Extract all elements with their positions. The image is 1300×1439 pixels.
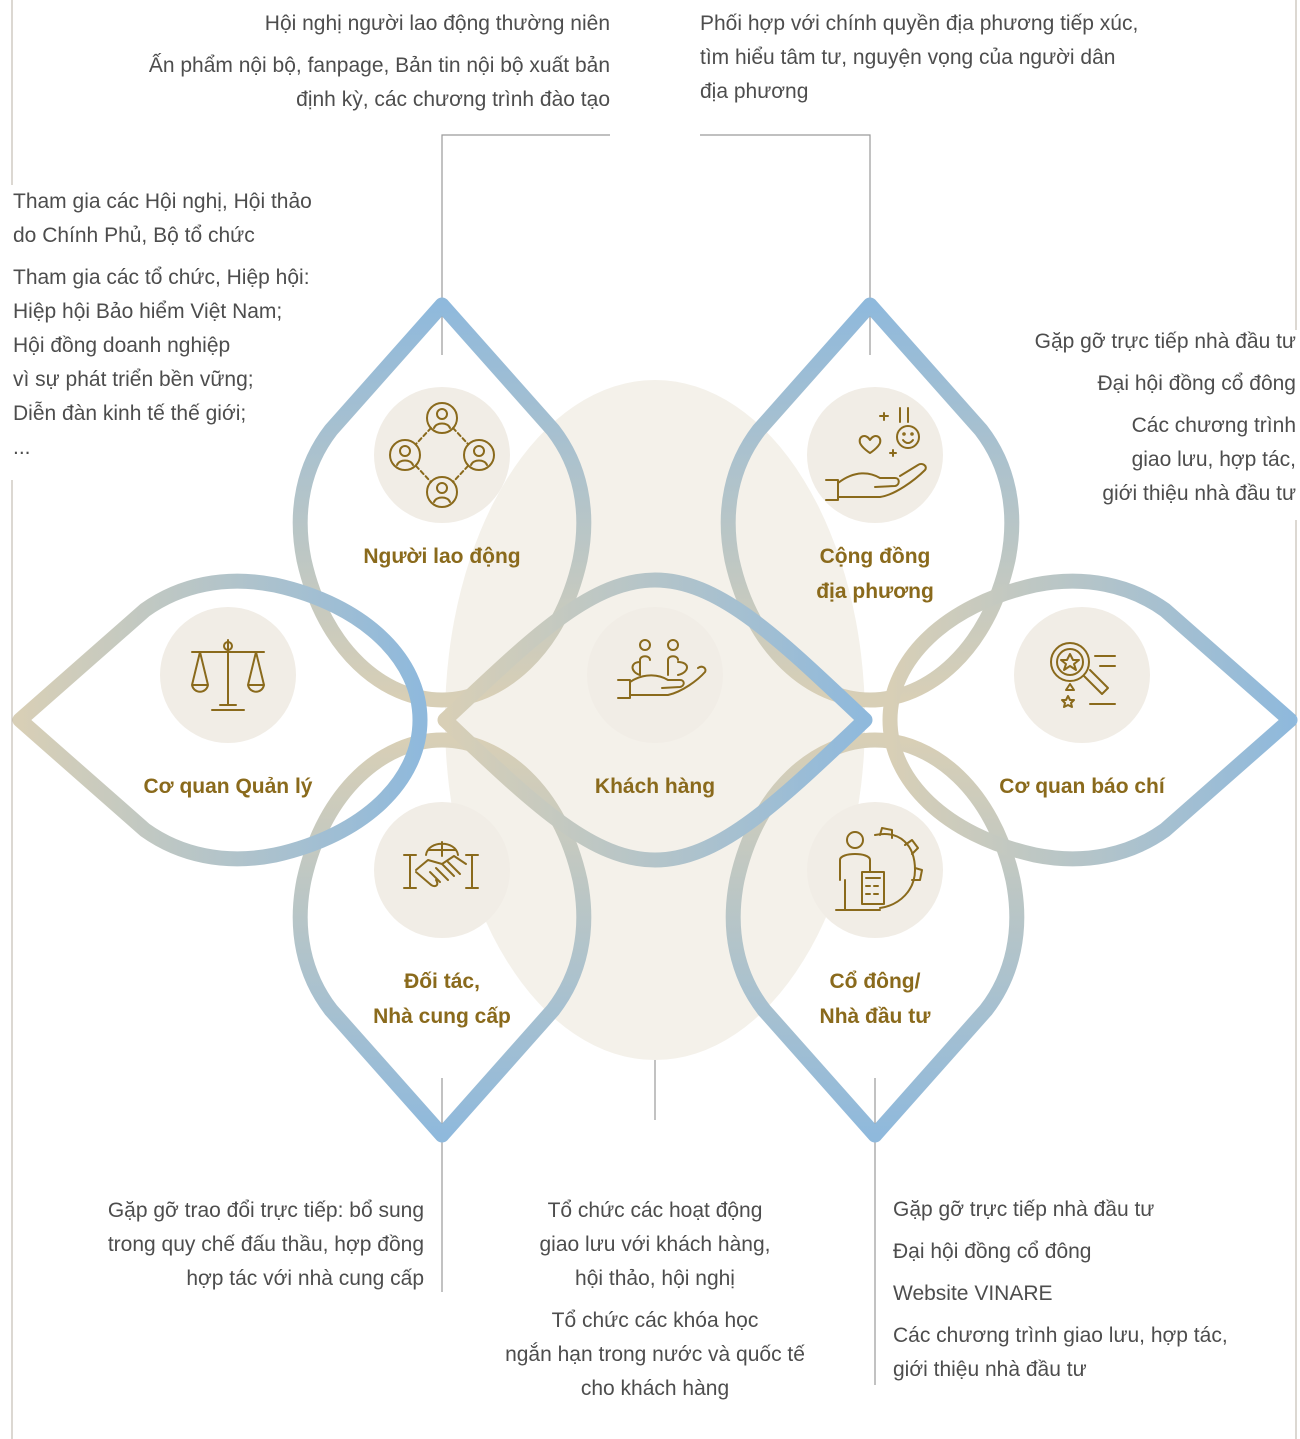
drop-khach-hang	[437, 572, 873, 868]
text-line: Tham gia các Hội nghị, Hội thảo	[13, 190, 312, 213]
scales-icon	[191, 639, 265, 711]
label-doi-tac-2: Nhà cung cấp	[373, 1005, 511, 1028]
text-line: do Chính Phủ, Bộ tổ chức	[13, 224, 255, 247]
text-line: Đại hội đồng cổ đông	[893, 1240, 1092, 1263]
magnifier-star-icon	[1050, 642, 1116, 708]
text-line: trong quy chế đấu thầu, hợp đồng	[107, 1233, 424, 1256]
drop-nguoi-lao-dong	[292, 297, 592, 708]
text-line: hợp tác với nhà cung cấp	[186, 1267, 424, 1290]
label-khach-hang: Khách hàng	[595, 775, 715, 798]
label-co-quan-bao-chi: Cơ quan báo chí	[999, 775, 1166, 798]
text-line: địa phương	[700, 80, 809, 103]
text-line: tìm hiểu tâm tư, nguyện vọng của người d…	[700, 46, 1116, 69]
text-block-top-right: Phối hợp với chính quyền địa phương tiếp…	[700, 7, 1260, 109]
label-doi-tac: Đối tác,	[404, 970, 480, 993]
text-line: cho khách hàng	[580, 1377, 730, 1400]
hand-holding-people-icon	[617, 639, 707, 699]
label-co-quan-quan-ly: Cơ quan Quản lý	[144, 775, 313, 798]
drop-co-dong	[725, 732, 1025, 1143]
text-block-left: Tham gia các Hội nghị, Hội thảo do Chính…	[13, 185, 373, 465]
text-line: Ấn phẩm nội bộ, fanpage, Bản tin nội bộ …	[148, 54, 610, 77]
text-block-right: Gặp gỡ trực tiếp nhà đầu tư Đại hội đồng…	[966, 325, 1296, 511]
text-line: hội thảo, hội nghị	[575, 1267, 735, 1290]
text-block-bottom-center: Tổ chức các hoạt động giao lưu với khách…	[445, 1194, 865, 1406]
hand-heart-smile-icon	[825, 407, 927, 501]
stakeholder-labels: Người lao động Cộng đồng địa phương Cơ q…	[144, 545, 1166, 1028]
label-co-dong: Cổ đông/	[830, 970, 921, 993]
drop-shapes	[12, 297, 1298, 1143]
investor-gear-calculator-icon	[835, 827, 923, 911]
text-block-bottom-left: Gặp gỡ trao đổi trực tiếp: bổ sung trong…	[4, 1194, 424, 1296]
text-line: giao lưu, hợp tác,	[1131, 448, 1296, 471]
frame-lines	[11, 0, 1297, 1439]
text-line: Website VINARE	[893, 1282, 1053, 1305]
text-line: Đại hội đồng cổ đông	[1097, 372, 1297, 395]
label-nguoi-lao-dong: Người lao động	[363, 545, 520, 568]
label-co-dong-2: Nhà đầu tư	[820, 1005, 932, 1028]
text-line: định kỳ, các chương trình đào tạo	[296, 88, 610, 111]
text-line: Tham gia các tổ chức, Hiệp hội:	[13, 266, 310, 289]
text-line: giới thiệu nhà đầu tư	[1102, 482, 1296, 505]
text-block-top-left: Hội nghị người lao động thường niên Ấn p…	[10, 7, 610, 117]
drop-co-quan-bao-chi	[882, 573, 1298, 867]
text-line: Tổ chức các hoạt động	[547, 1199, 763, 1222]
text-line: Các chương trình	[1131, 414, 1296, 437]
label-cong-dong-dia-phuong: Cộng đồng	[820, 545, 931, 568]
text-line: Gặp gỡ trao đổi trực tiếp: bổ sung	[107, 1199, 424, 1222]
text-line: ngắn hạn trong nước và quốc tế	[505, 1343, 805, 1366]
text-line: giao lưu với khách hàng,	[539, 1233, 771, 1256]
text-line: Hiệp hội Bảo hiểm Việt Nam;	[13, 300, 283, 323]
text-line: Gặp gỡ trực tiếp nhà đầu tư	[893, 1198, 1155, 1221]
handshake-globe-icon	[403, 841, 479, 889]
text-line: Hội nghị người lao động thường niên	[264, 12, 610, 35]
text-line: Tổ chức các khóa học	[551, 1309, 759, 1332]
text-line: Phối hợp với chính quyền địa phương tiếp…	[700, 12, 1139, 35]
text-line: Các chương trình giao lưu, hợp tác,	[893, 1324, 1228, 1347]
drop-co-quan-quan-ly	[12, 573, 428, 867]
drop-cong-dong	[720, 297, 1020, 708]
people-network-icon	[389, 402, 495, 508]
text-block-bottom-right: Gặp gỡ trực tiếp nhà đầu tư Đại hội đồng…	[893, 1193, 1293, 1387]
text-line: Gặp gỡ trực tiếp nhà đầu tư	[1034, 330, 1296, 353]
text-line: giới thiệu nhà đầu tư	[893, 1358, 1087, 1381]
text-line: Diễn đàn kinh tế thế giới;	[13, 402, 247, 425]
text-line: ...	[13, 436, 31, 459]
text-line: vì sự phát triển bền vững;	[13, 368, 254, 391]
label-cong-dong-dia-phuong-2: địa phương	[816, 580, 934, 603]
drop-doi-tac	[292, 732, 592, 1143]
text-line: Hội đồng doanh nghiệp	[13, 334, 231, 357]
